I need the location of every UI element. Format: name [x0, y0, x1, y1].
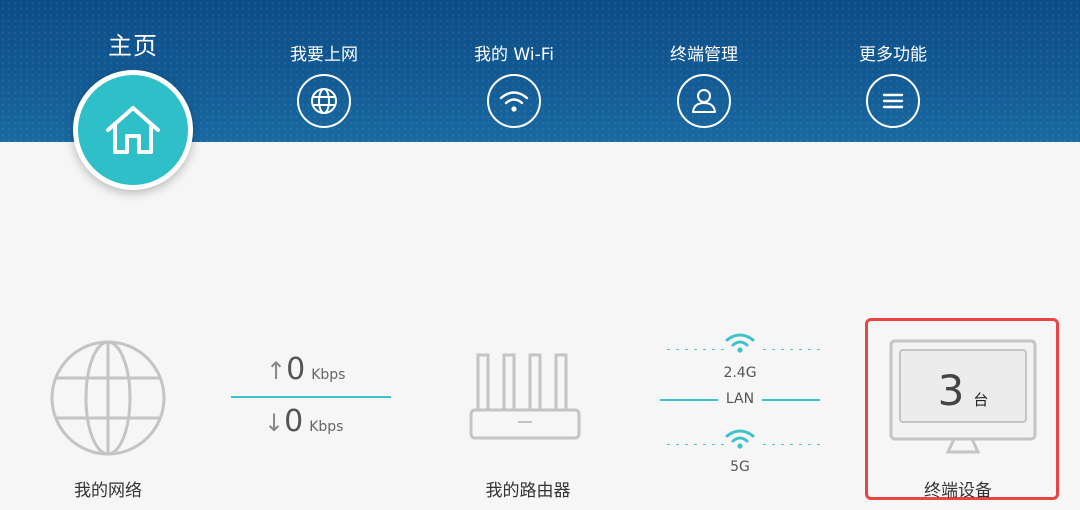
terminal-devices-label: 终端设备 — [924, 481, 992, 501]
lan-line-right — [762, 399, 820, 401]
monitor-icon — [889, 339, 1037, 454]
dotted-line-24-right — [760, 348, 820, 351]
nav-wifi[interactable]: 我的 Wi-Fi — [449, 42, 579, 128]
nav-more-label: 更多功能 — [859, 45, 927, 65]
user-icon — [677, 74, 731, 128]
dotted-line-24-left — [664, 348, 724, 351]
terminal-count: 3 台 — [918, 366, 1008, 415]
lan-line-left — [660, 399, 718, 401]
globe-icon — [50, 340, 166, 456]
upload-unit: Kbps — [311, 367, 346, 383]
wifi-icon — [725, 429, 755, 449]
my-router[interactable] — [468, 352, 582, 448]
band-5g-label: 5G — [730, 459, 750, 475]
my-network-label: 我的网络 — [74, 481, 142, 501]
terminal-devices[interactable] — [865, 318, 1059, 500]
arrow-down-icon: ↓ — [264, 409, 285, 437]
nav-more-functions[interactable]: 更多功能 — [828, 42, 958, 128]
nav-wifi-label: 我的 Wi-Fi — [474, 45, 554, 65]
download-unit: Kbps — [309, 419, 344, 435]
my-router-label: 我的路由器 — [485, 481, 571, 501]
dotted-line-5g-left — [664, 443, 724, 446]
download-value: 0 — [284, 404, 304, 439]
dotted-line-5g-right — [760, 443, 820, 446]
upload-value: 0 — [286, 352, 306, 387]
nav-internet[interactable]: 我要上网 — [259, 42, 389, 128]
download-speed: ↓ 0 Kbps — [264, 404, 343, 439]
nav-terminal-management[interactable]: 终端管理 — [639, 42, 769, 128]
router-icon — [469, 353, 581, 440]
home-button[interactable] — [73, 70, 193, 190]
lan-label: LAN — [725, 391, 755, 407]
globe-icon — [297, 74, 351, 128]
house-icon — [106, 106, 160, 154]
terminal-count-unit: 台 — [973, 391, 989, 409]
speed-divider — [231, 396, 391, 398]
nav-terminal-label: 终端管理 — [670, 45, 738, 65]
nav-internet-label: 我要上网 — [290, 45, 358, 65]
wifi-icon — [725, 333, 755, 353]
band-24-label: 2.4G — [723, 365, 757, 381]
upload-speed: ↑ 0 Kbps — [266, 352, 345, 387]
arrow-up-icon: ↑ — [266, 357, 287, 385]
wifi-icon — [487, 74, 541, 128]
terminal-count-value: 3 — [937, 366, 965, 415]
home-title: 主页 — [108, 32, 158, 60]
my-network[interactable] — [48, 338, 168, 462]
connection-links: 2.4G LAN 5G — [660, 328, 820, 478]
menu-icon — [866, 74, 920, 128]
